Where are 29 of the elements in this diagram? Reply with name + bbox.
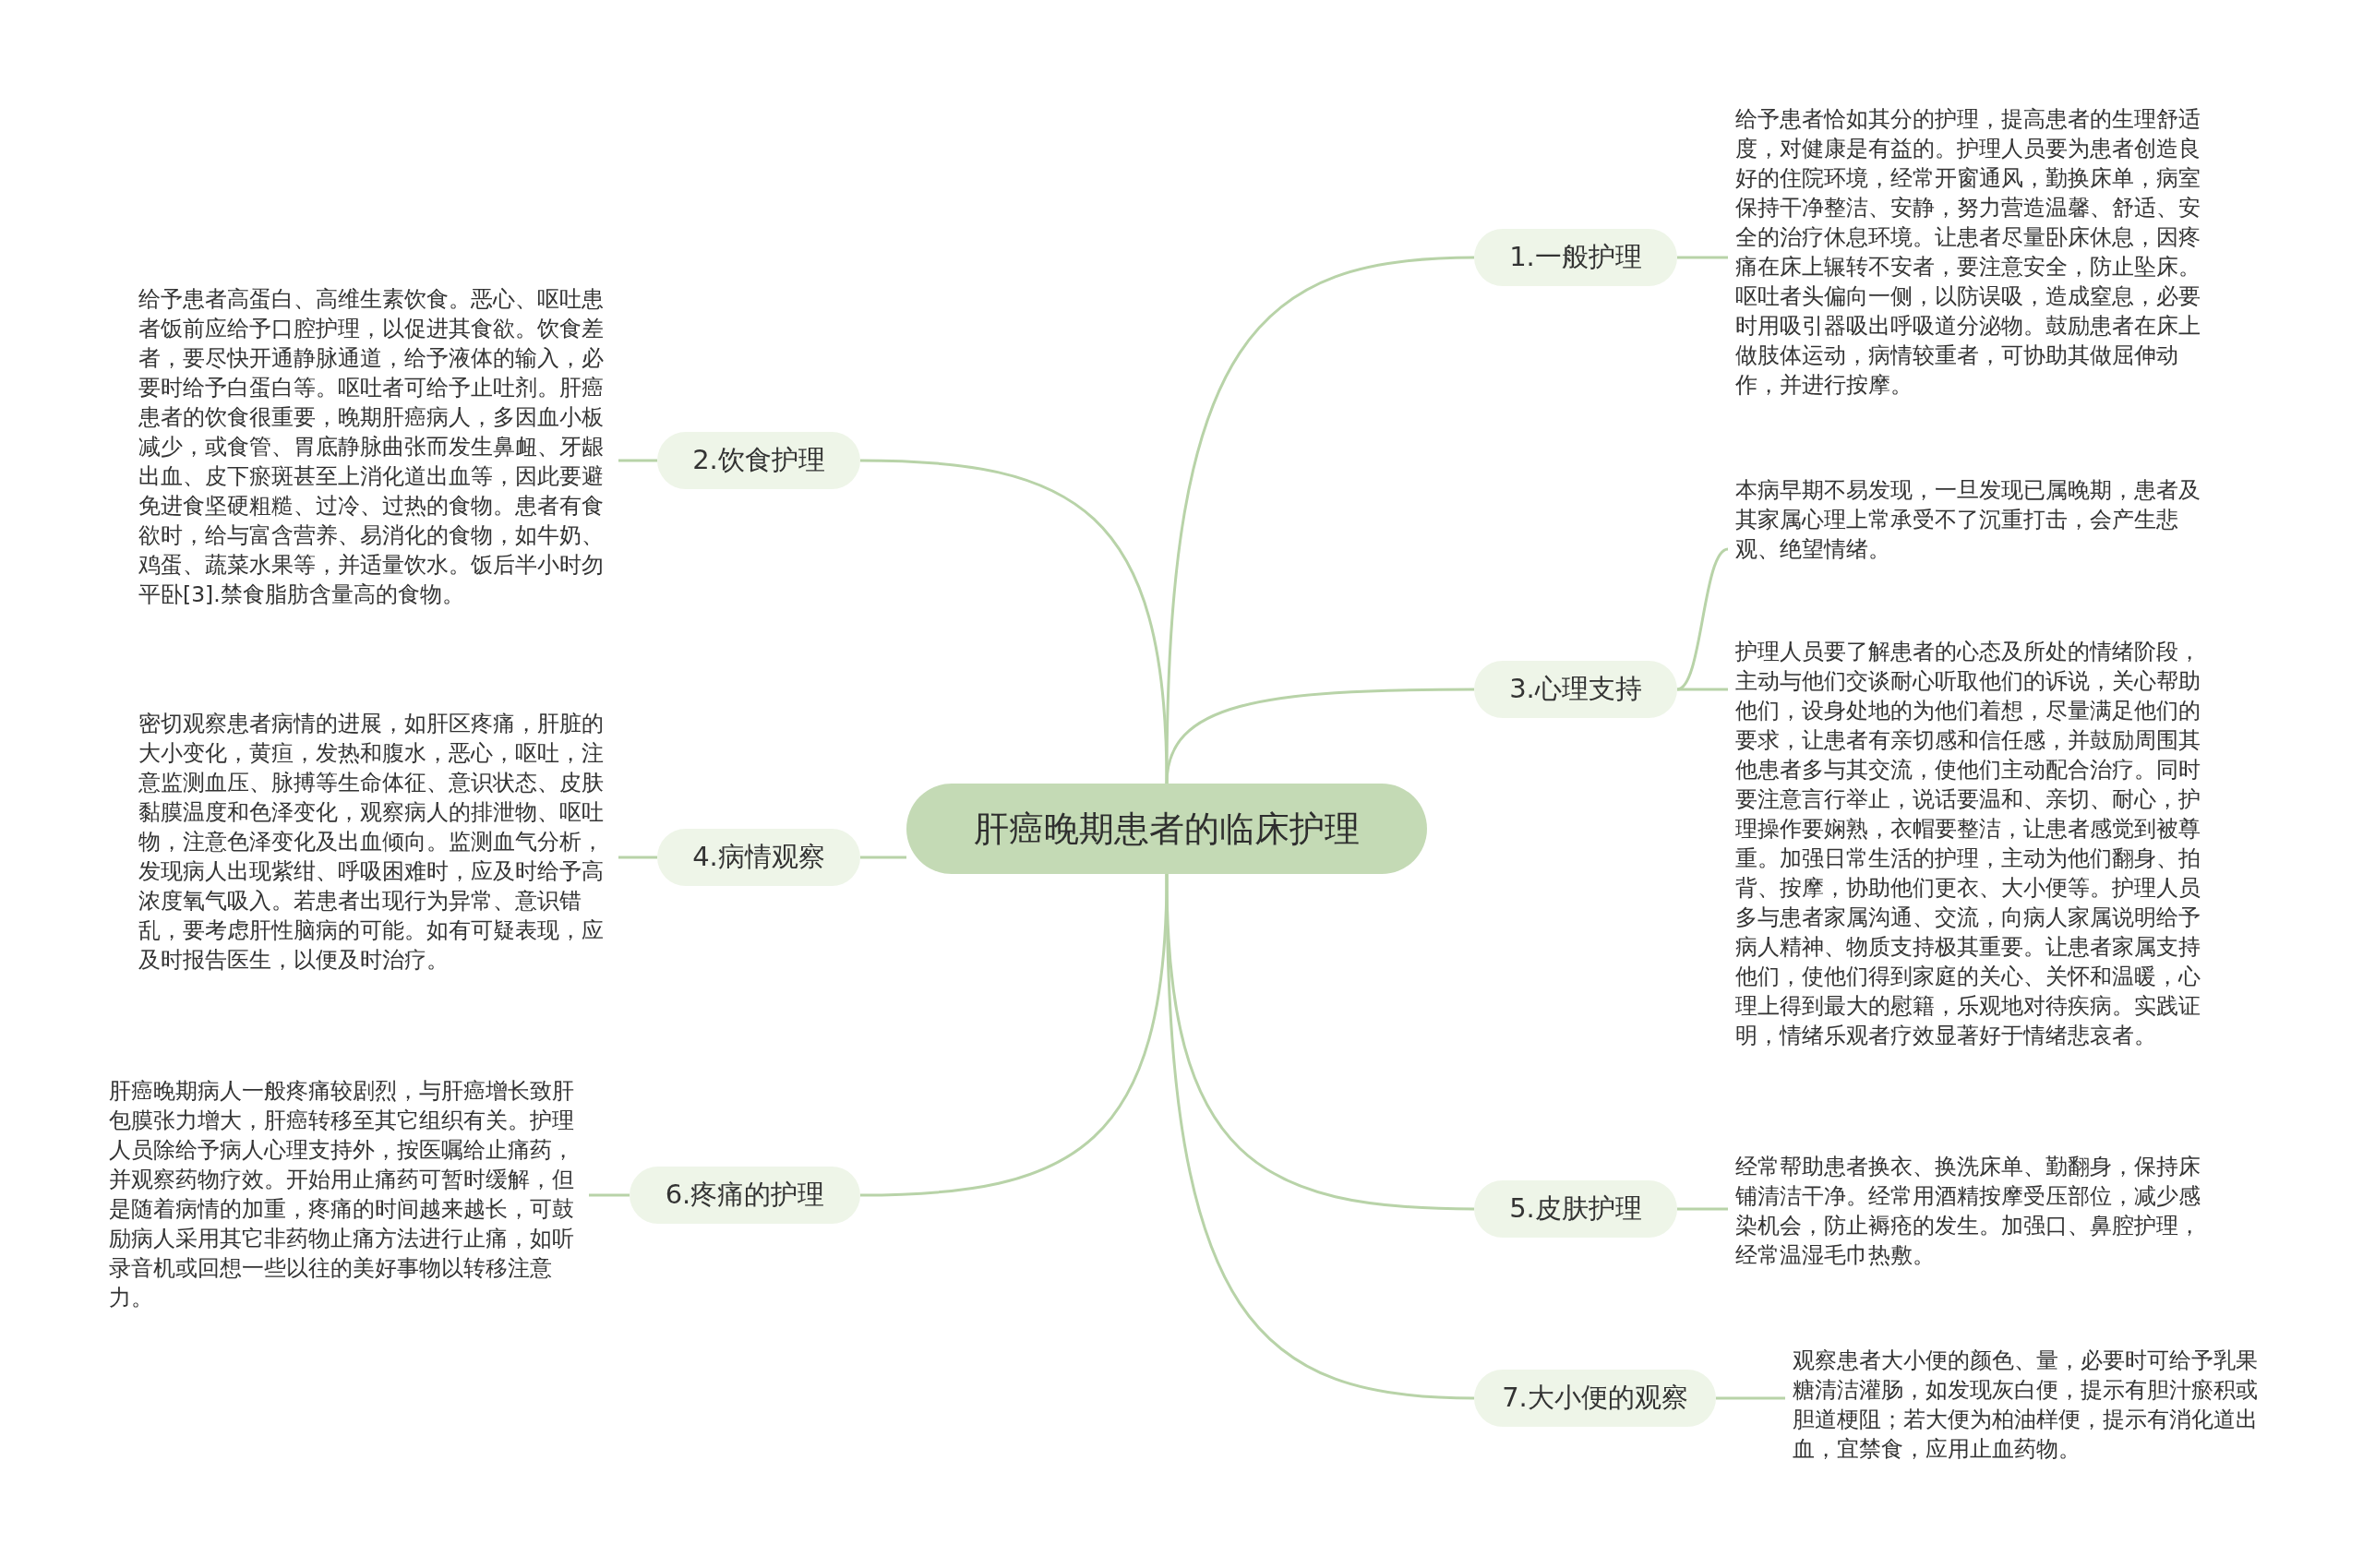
connector-line	[1676, 547, 1729, 691]
topic-box: 1.一般护理	[1474, 229, 1677, 286]
connector-line	[1716, 1396, 1785, 1400]
topic-box: 5.皮肤护理	[1474, 1180, 1677, 1238]
connector-line	[859, 873, 1169, 1197]
note-text: 给予患者高蛋白、高维生素饮食。恶心、呕吐患者饭前应给予口腔护理，以促进其食欲。饮食差者，要尽快开通静脉通道，给予液体的输入，必要时给予白蛋白等。呕吐者可给予止吐剂。肝癌患者的饮食很重要，晚期肝癌病人，多因血小板减少，或食管、胃底静脉曲张而发生鼻衄、牙龈出血、皮下瘀斑甚至上消化道出血等，因此要避免进食坚硬粗糙、过冷、过热的食物。患者有食欲时，给与富含营养、易消化的食物，如牛奶、鸡蛋、蔬菜水果等，并适量饮水。饭后半小时勿平卧[3].禁食脂肪含量高的食物。	[138, 284, 611, 609]
central-topic: 肝癌晚期患者的临床护理	[906, 784, 1427, 874]
connector-line	[859, 459, 1169, 784]
connector-line	[1165, 873, 1475, 1400]
note-text: 本病早期不易发现，一旦发现已属晚期，患者及其家属心理上常承受不了沉重打击，会产生悲观、绝望情绪。	[1735, 475, 2208, 564]
topic-box: 6.疼痛的护理	[630, 1167, 860, 1224]
connector-line	[618, 459, 657, 462]
note-text: 观察患者大小便的颜色、量，必要时可给予乳果糖清洁灌肠，如发现灰白便，提示有胆汁瘀积或胆道梗阻；若大便为柏油样便，提示有消化道出血，宜禁食，应用止血药物。	[1793, 1346, 2265, 1464]
connector-line	[1677, 256, 1728, 259]
note-text: 给予患者恰如其分的护理，提高患者的生理舒适度，对健康是有益的。护理人员要为患者创造良好的住院环境，经常开窗通风，勤换床单，病室保持干净整洁、安静，努力营造温馨、舒适、安全的治疗休息环境。让患者尽量卧床休息，因疼痛在床上辗转不安者，要注意安全，防止坠床。呕吐者头偏向一侧，以防误吸，造成窒息，必要时用吸引器吸出呼吸道分泌物。鼓励患者在床上做肢体运动，病情较重者，可协助其做屈伸动作，并进行按摩。	[1735, 104, 2208, 400]
topic-box: 2.饮食护理	[657, 432, 860, 489]
connector-line	[618, 856, 657, 859]
connector-line	[1165, 688, 1474, 784]
connector-line	[1677, 1207, 1728, 1211]
note-text: 护理人员要了解患者的心态及所处的情绪阶段，主动与他们交谈耐心听取他们的诉说，关心帮助他们，设身处地的为他们着想，尽量满足他们的要求，让患者有亲切感和信任感，并鼓励周围其他患者多与其交流，使他们主动配合治疗。同时要注意言行举止，说话要温和、亲切、耐心，护理操作要娴熟，衣帽要整洁，让患者感觉到被尊重。加强日常生活的护理，主动为他们翻身、拍背、按摩，协助他们更衣、大小便等。护理人员多与患者家属沟通、交流，向病人家属说明给予病人精神、物质支持极其重要。让患者家属支持他们，使他们得到家庭的关心、关怀和温暖，心理上得到最大的慰籍，乐观地对待疾病。实践证明，情绪乐观者疗效显著好于情绪悲哀者。	[1735, 637, 2208, 1050]
note-text: 密切观察患者病情的进展，如肝区疼痛，肝脏的大小变化，黄疸，发热和腹水，恶心，呕吐，注意监测血压、脉搏等生命体征、意识状态、皮肤黏膜温度和色泽变化，观察病人的排泄物、呕吐物，注意色泽变化及出血倾向。监测血气分析，发现病人出现紫绀、呼吸困难时，应及时给予高浓度氧气吸入。若患者出现行为异常、意识错乱，要考虑肝性脑病的可能。如有可疑表现，应及时报告医生，以便及时治疗。	[138, 709, 611, 975]
topic-box: 7.大小便的观察	[1474, 1370, 1716, 1427]
note-text: 肝癌晚期病人一般疼痛较剧烈，与肝癌增长致肝包膜张力增大，肝癌转移至其它组织有关。护理人员除给予病人心理支持外，按医嘱给止痛药，并观察药物疗效。开始用止痛药可暂时缓解，但是随着病情的加重，疼痛的时间越来越长，可鼓励病人采用其它非药物止痛方法进行止痛，如听录音机或回想一些以往的美好事物以转移注意力。	[109, 1076, 582, 1312]
topic-box: 3.心理支持	[1474, 661, 1677, 718]
connector-line	[589, 1193, 630, 1197]
connector-line	[860, 856, 906, 859]
topic-box: 4.病情观察	[657, 829, 860, 886]
note-text: 经常帮助患者换衣、换洗床单、勤翻身，保持床铺清洁干净。经常用酒精按摩受压部位，减少感染机会，防止褥疮的发生。加强口、鼻腔护理，经常温湿毛巾热敷。	[1735, 1152, 2208, 1270]
connector-line	[1677, 688, 1728, 691]
